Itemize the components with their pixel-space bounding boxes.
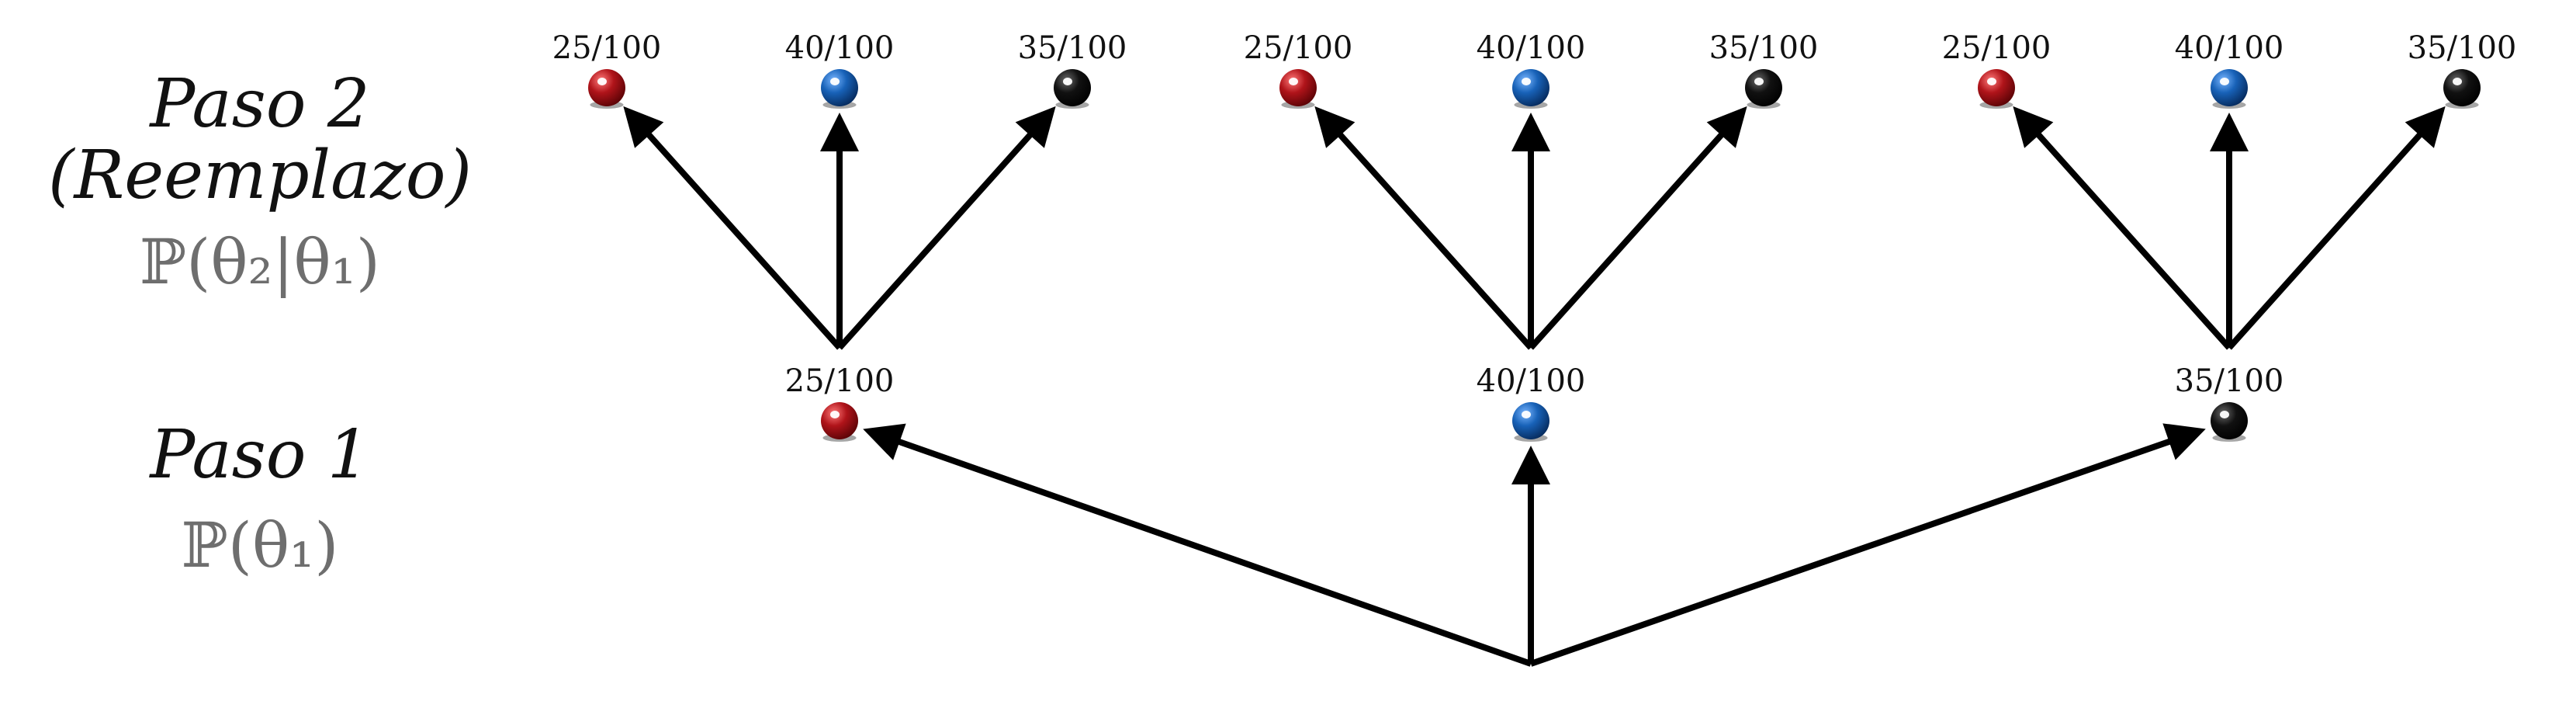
step1-node-red: 25/100 bbox=[785, 363, 895, 442]
step2-formula: ℙ(θ₂|θ₁) bbox=[140, 226, 380, 298]
arrow-red-to-red-head bbox=[623, 106, 664, 148]
step1-node-blue-highlight bbox=[1522, 411, 1531, 418]
step2-node-red-black-highlight bbox=[1063, 78, 1072, 85]
tree-nodes: 25/100 25/100 40/100 35/100 40/100 25/100 40/1… bbox=[552, 30, 2517, 442]
step1-node-blue: 40/100 bbox=[1477, 363, 1586, 442]
step2-node-red-black-probability-label: 35/100 bbox=[1018, 30, 1127, 66]
arrow-red-to-blue-head bbox=[820, 113, 859, 151]
step2-node-blue-black-probability-label: 35/100 bbox=[1709, 30, 1819, 66]
step2-node-blue-red-probability-label: 25/100 bbox=[1244, 30, 1353, 66]
step2-node-black-blue: 40/100 bbox=[2175, 30, 2284, 109]
arrow-root-to-black bbox=[1529, 429, 2197, 667]
red-ball bbox=[821, 402, 858, 439]
blue-ball bbox=[2211, 69, 2248, 106]
step2-node-red-red-probability-label: 25/100 bbox=[552, 30, 662, 66]
arrow-red-to-red bbox=[628, 112, 842, 350]
step2-node-black-red: 25/100 bbox=[1942, 30, 2051, 109]
arrow-black-to-black-head bbox=[2405, 106, 2446, 148]
arrow-black-to-blue-head bbox=[2210, 113, 2249, 151]
step2-node-black-blue-highlight bbox=[2220, 78, 2229, 85]
step2-node-blue-blue: 40/100 bbox=[1477, 30, 1586, 109]
black-ball bbox=[2443, 69, 2481, 106]
step2-node-blue-blue-highlight bbox=[1522, 78, 1531, 85]
black-ball bbox=[1054, 69, 1091, 106]
step2-node-red-red-highlight bbox=[597, 78, 607, 85]
step1-node-black-probability-label: 35/100 bbox=[2175, 363, 2284, 399]
step1-node-blue-probability-label: 40/100 bbox=[1477, 363, 1586, 399]
arrow-blue-to-red-head bbox=[1314, 106, 1356, 148]
arrow-root-to-red bbox=[872, 429, 1532, 667]
step2-node-blue-blue-probability-label: 40/100 bbox=[1477, 30, 1586, 66]
black-ball bbox=[2211, 402, 2248, 439]
step1-node-red-probability-label: 25/100 bbox=[785, 363, 895, 399]
black-ball bbox=[1745, 69, 1782, 106]
step2-node-black-black: 35/100 bbox=[2408, 30, 2517, 109]
step2-node-black-blue-probability-label: 40/100 bbox=[2175, 30, 2284, 66]
step2-title: Paso 2 bbox=[148, 65, 369, 143]
arrow-black-to-red-head bbox=[2013, 106, 2054, 148]
step2-node-black-black-highlight bbox=[2453, 78, 2462, 85]
arrow-blue-to-black-head bbox=[1706, 106, 1747, 148]
arrow-root-to-blue-head bbox=[1511, 446, 1550, 484]
step1-node-red-highlight bbox=[830, 411, 840, 418]
step2-node-blue-black: 35/100 bbox=[1709, 30, 1819, 109]
blue-ball bbox=[821, 69, 858, 106]
arrow-root-to-black-head bbox=[2162, 423, 2206, 460]
red-ball bbox=[1279, 69, 1317, 106]
step1-node-black-highlight bbox=[2220, 411, 2229, 418]
step2-node-black-red-highlight bbox=[1987, 78, 1996, 85]
red-ball bbox=[588, 69, 625, 106]
step2-node-black-red-probability-label: 25/100 bbox=[1942, 30, 2051, 66]
step2-node-red-red: 25/100 bbox=[552, 30, 662, 109]
arrow-root-to-red-head bbox=[863, 423, 906, 460]
step2-subtitle: (Reemplazo) bbox=[48, 137, 472, 214]
arrow-red-to-black bbox=[837, 112, 1051, 350]
arrow-black-to-black bbox=[2227, 112, 2441, 350]
step2-node-black-black-probability-label: 35/100 bbox=[2408, 30, 2517, 66]
step1-formula: ℙ(θ₁) bbox=[182, 509, 339, 581]
step2-label-group: Paso 2 (Reemplazo) ℙ(θ₂|θ₁) bbox=[48, 65, 472, 298]
arrow-red-to-black-head bbox=[1015, 106, 1056, 148]
step2-node-red-blue: 40/100 bbox=[785, 30, 895, 109]
step2-node-red-blue-highlight bbox=[830, 78, 840, 85]
blue-ball bbox=[1512, 402, 1549, 439]
arrow-blue-to-red bbox=[1319, 112, 1533, 350]
step2-node-red-blue-probability-label: 40/100 bbox=[785, 30, 895, 66]
arrow-black-to-red bbox=[2017, 112, 2231, 350]
step2-node-red-black: 35/100 bbox=[1018, 30, 1127, 109]
step2-node-blue-red-highlight bbox=[1289, 78, 1298, 85]
arrow-blue-to-blue-head bbox=[1511, 113, 1550, 151]
blue-ball bbox=[1512, 69, 1549, 106]
step2-node-blue-red: 25/100 bbox=[1244, 30, 1353, 109]
step1-title: Paso 1 bbox=[148, 416, 369, 494]
tree-arrows bbox=[623, 106, 2446, 667]
step1-label-group: Paso 1 ℙ(θ₁) bbox=[148, 416, 369, 581]
step2-node-blue-black-highlight bbox=[1754, 78, 1764, 85]
red-ball bbox=[1978, 69, 2015, 106]
arrow-blue-to-black bbox=[1529, 112, 1743, 350]
step1-node-black: 35/100 bbox=[2175, 363, 2284, 442]
